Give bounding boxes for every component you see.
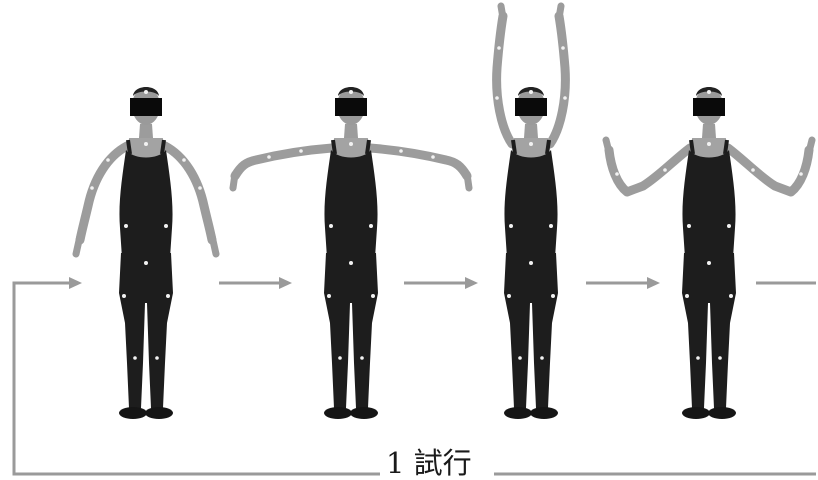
figure-pose-4 [606,87,812,419]
figure-pose-3 [495,6,567,419]
trial-caption: 1 試行 [386,446,472,480]
arrow-2-to-3 [404,277,478,289]
figure-pose-2 [233,87,469,419]
figure-pose-1 [76,87,216,419]
arrow-1-to-2 [219,277,292,289]
arrow-3-to-4 [586,277,660,289]
